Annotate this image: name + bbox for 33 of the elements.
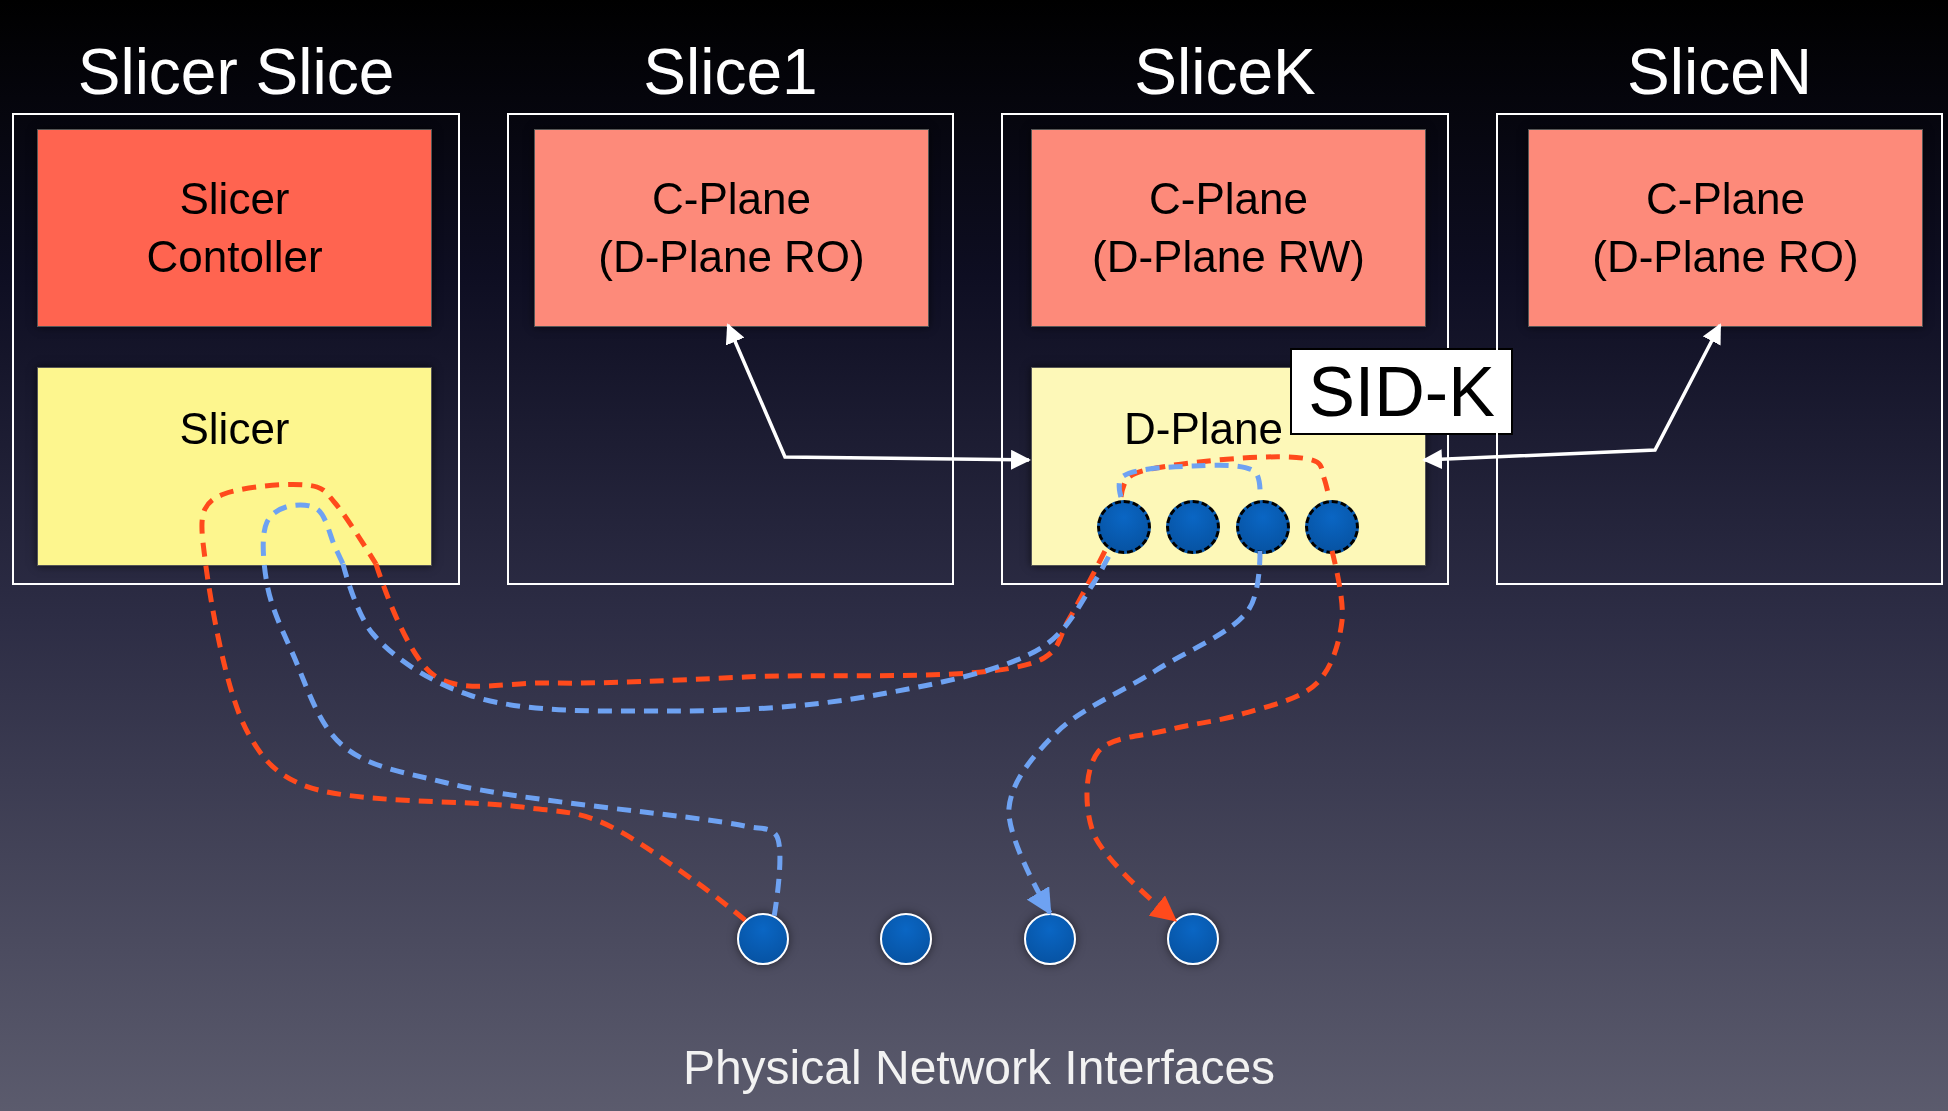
port-circle: [1236, 500, 1290, 554]
port-circle: [1097, 500, 1151, 554]
process-box: [1528, 129, 1923, 327]
tag-label: SID-K: [1308, 356, 1495, 427]
slice-heading: Slicer Slice: [76, 36, 396, 107]
sid-tooltip: [1290, 348, 1513, 435]
port-circle: [737, 913, 789, 965]
dashed-route: [1116, 462, 1263, 498]
process-box: [1031, 129, 1426, 327]
box-label: C-Plane (D-Plane RW): [1091, 172, 1366, 283]
dashed-route: [260, 502, 783, 916]
box-label: C-Plane (D-Plane RO): [597, 172, 866, 283]
box-label: C-Plane (D-Plane RO): [1591, 172, 1860, 283]
caption-label: Physical Network Interfaces: [682, 1040, 1276, 1095]
dashed-route: [1084, 550, 1345, 923]
process-box: [534, 129, 929, 327]
slice-heading: Slice1: [642, 36, 819, 107]
process-box: [37, 129, 432, 327]
port-circle: [1305, 500, 1359, 554]
dashed-route: [199, 481, 747, 923]
box-label: D-Plane: [1124, 403, 1283, 455]
box-label: Slicer Contoller: [145, 172, 324, 283]
box-label: Slicer: [179, 403, 290, 455]
process-box: [37, 367, 432, 566]
connector-arrow: [725, 323, 1031, 470]
port-circle: [1024, 913, 1076, 965]
port-circle: [1166, 500, 1220, 554]
port-circle: [1167, 913, 1219, 965]
slice-heading: SliceK: [1133, 36, 1317, 107]
dashed-route: [1006, 550, 1263, 916]
connector-arrow: [1422, 323, 1722, 470]
slice-heading: SliceN: [1626, 36, 1813, 107]
port-circle: [880, 913, 932, 965]
